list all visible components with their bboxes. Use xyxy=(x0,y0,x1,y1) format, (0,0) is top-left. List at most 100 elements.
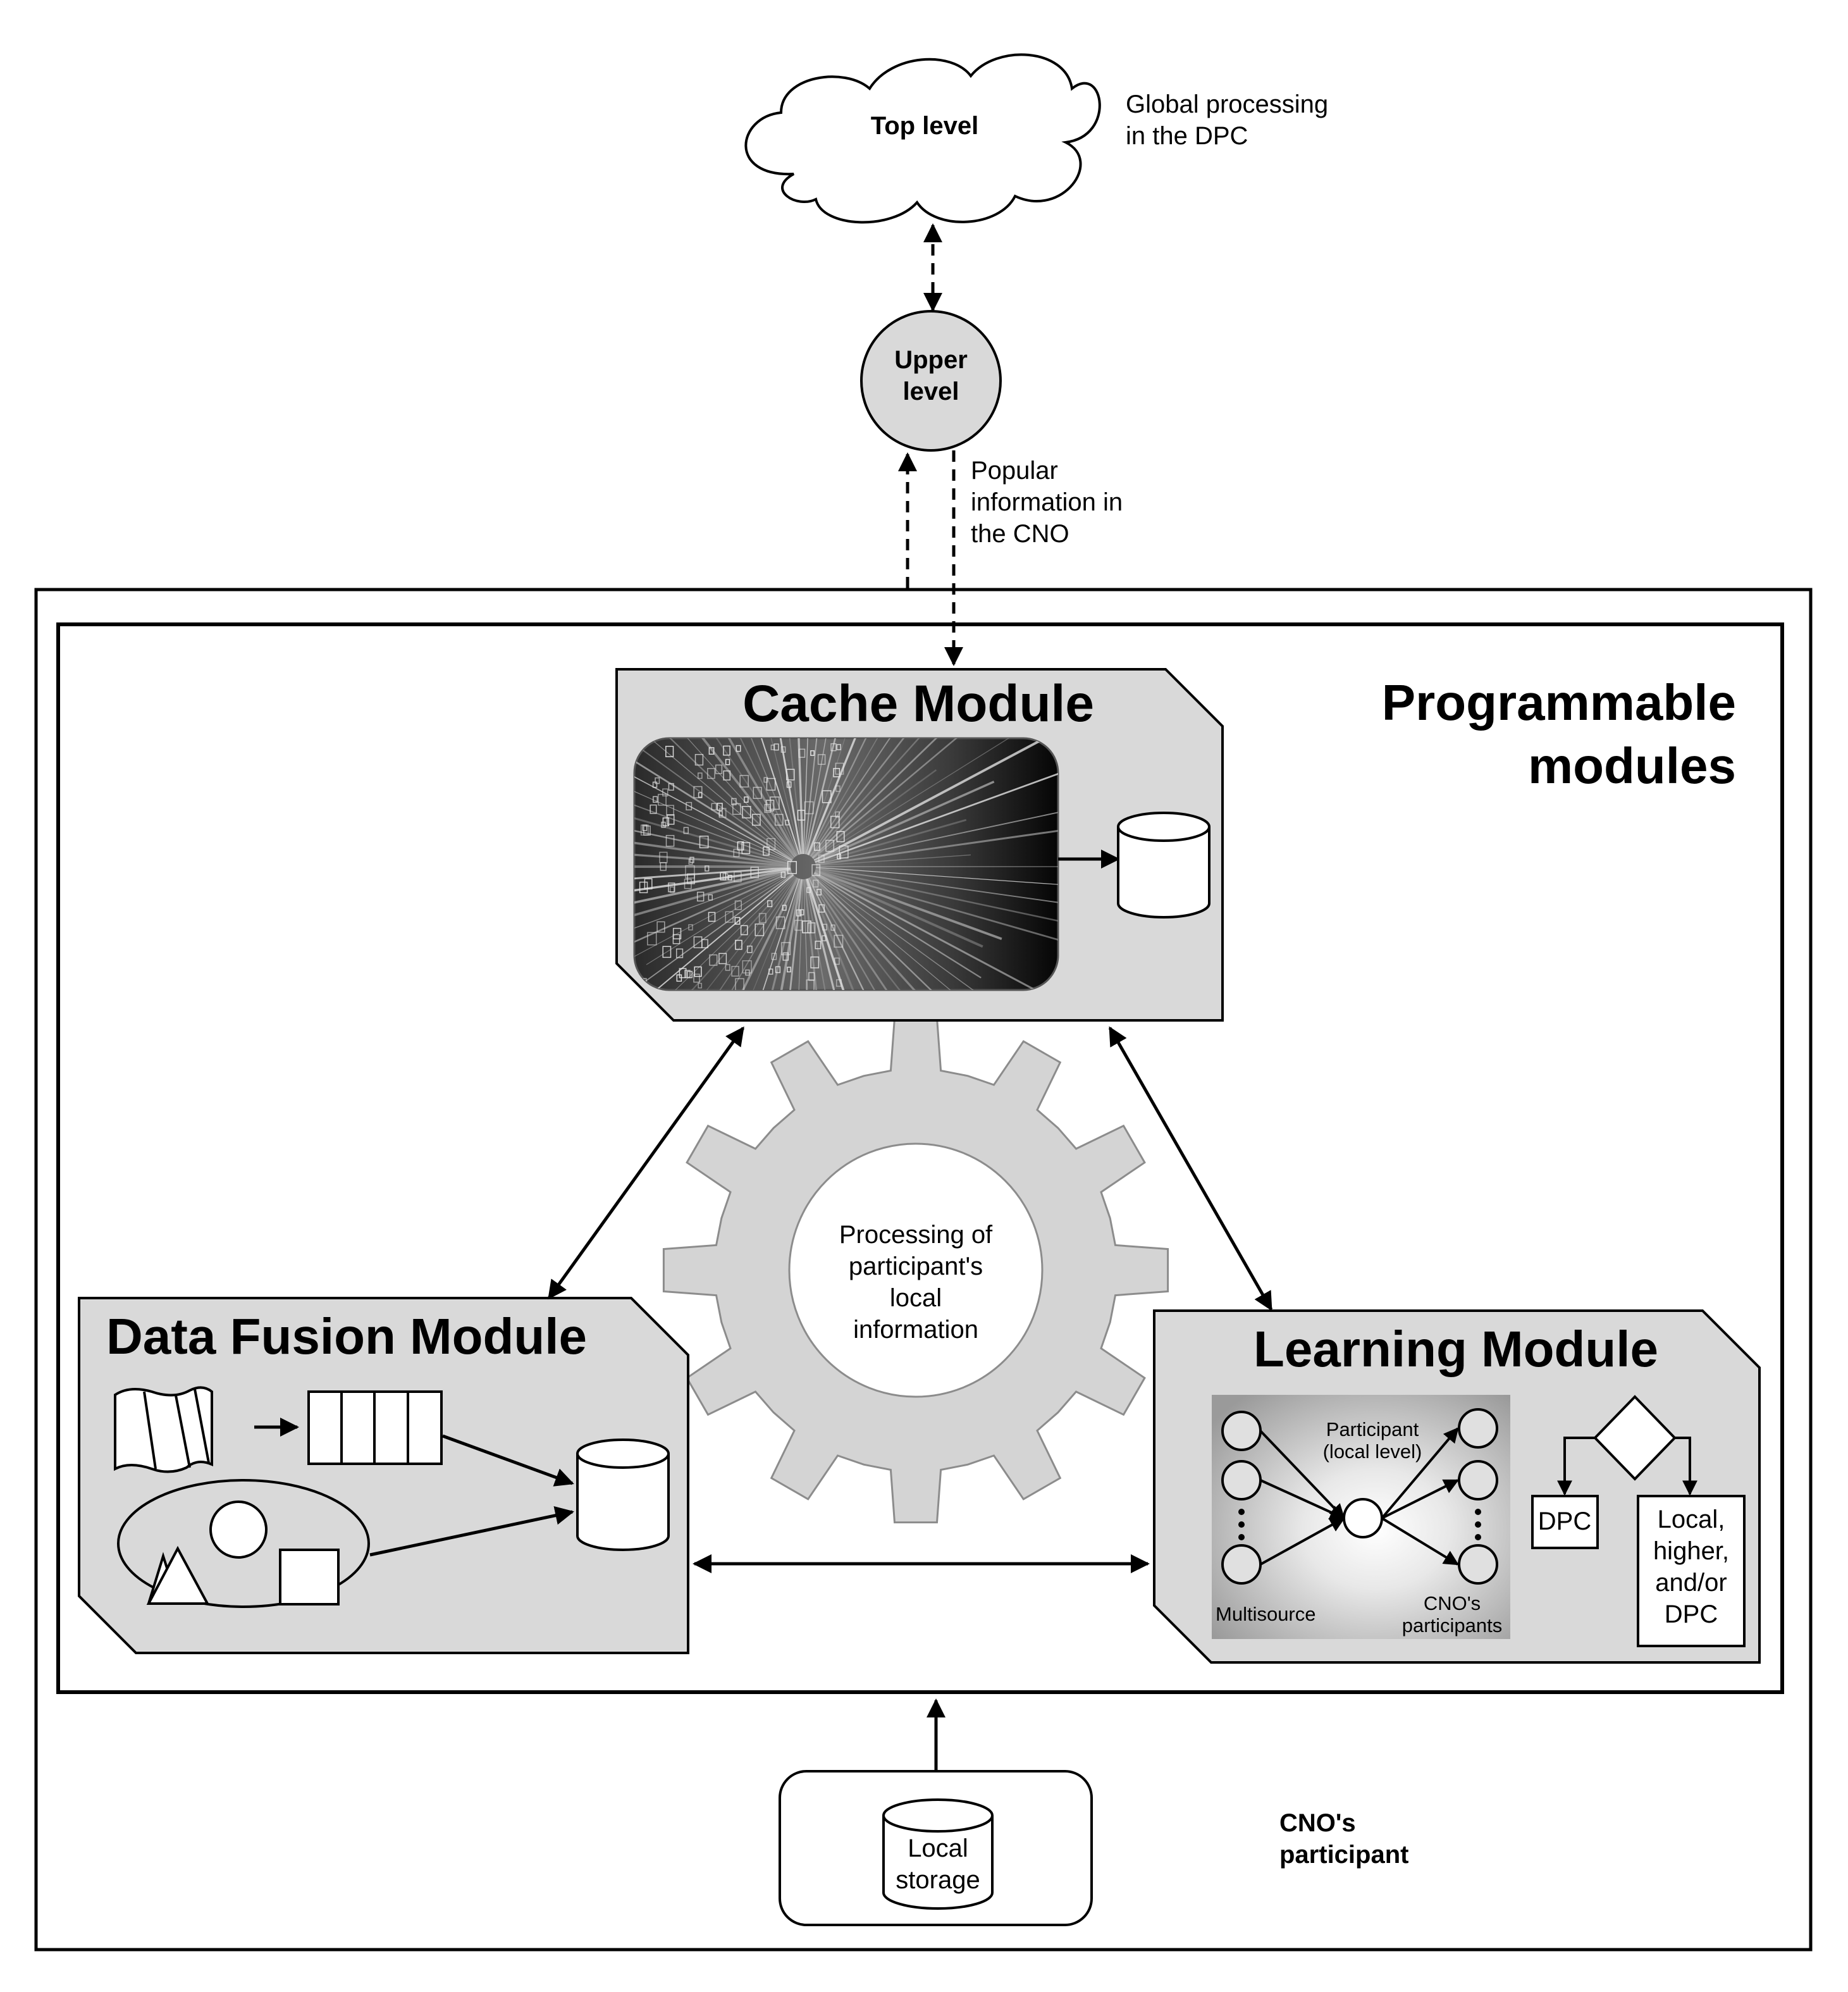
data-bit xyxy=(755,923,765,936)
data-bit xyxy=(723,770,731,781)
unstructured-data-icon xyxy=(114,1386,213,1473)
nn-source-node xyxy=(1221,1411,1262,1451)
data-ray xyxy=(634,829,791,865)
data-bit xyxy=(834,934,844,948)
cno-participant-label-2: participant xyxy=(1279,1841,1408,1869)
data-bit xyxy=(728,875,732,881)
nn-output-link xyxy=(1381,1479,1460,1519)
data-bit xyxy=(639,881,648,893)
data-bit xyxy=(707,768,715,779)
data-ray xyxy=(812,738,1049,860)
data-ray xyxy=(809,738,1004,857)
data-ray xyxy=(815,867,1058,912)
programmable-modules-frame xyxy=(56,622,1784,1694)
data-ray xyxy=(804,738,848,855)
data-ray xyxy=(634,870,792,972)
nn-input-link xyxy=(1260,1517,1346,1566)
data-ray xyxy=(634,875,794,990)
data-ray xyxy=(634,874,794,990)
learning-module-title: Learning Module xyxy=(1254,1321,1658,1377)
data-bit xyxy=(698,772,703,779)
data-ray xyxy=(698,878,800,990)
upper-level-circle xyxy=(860,310,1002,452)
structured-table-icon xyxy=(307,1390,443,1465)
data-ray xyxy=(634,791,792,863)
data-ray xyxy=(810,738,904,857)
data-bit xyxy=(740,925,748,936)
data-bit xyxy=(708,894,713,901)
cache-learning-link xyxy=(1108,1026,1273,1311)
data-ray xyxy=(811,875,1021,990)
nn-participant-node xyxy=(1458,1544,1498,1585)
data-bit xyxy=(708,747,715,755)
data-bit xyxy=(723,745,730,756)
data-bit xyxy=(833,768,841,777)
data-bit xyxy=(770,796,780,810)
data-bit xyxy=(799,909,804,916)
data-bit xyxy=(798,748,806,758)
upper-level-node: Upper level xyxy=(860,310,1002,452)
data-ray xyxy=(634,869,792,962)
data-bit xyxy=(693,936,703,948)
data-bit xyxy=(808,972,815,981)
data-bit xyxy=(815,941,822,950)
data-bit xyxy=(735,978,744,990)
data-fusion-module-title: Data Fusion Module xyxy=(106,1308,587,1364)
data-ray xyxy=(813,872,982,979)
data-bit xyxy=(836,744,841,750)
data-bit xyxy=(685,865,695,879)
nn-input-link xyxy=(1260,1479,1346,1519)
data-bit xyxy=(835,811,840,818)
data-bit xyxy=(720,872,727,881)
binary-data-stream-image xyxy=(633,737,1059,991)
data-bit xyxy=(658,793,667,806)
data-bit xyxy=(810,750,815,756)
data-bit xyxy=(683,827,689,834)
data-ray xyxy=(806,738,905,855)
data-ray xyxy=(634,842,791,867)
data-ray xyxy=(815,796,1058,865)
data-bit xyxy=(693,974,700,983)
nn-source-node xyxy=(1221,1544,1262,1585)
data-bit xyxy=(837,853,841,860)
data-bit xyxy=(665,834,675,847)
data-bit xyxy=(732,803,741,815)
data-bit xyxy=(662,946,672,958)
data-bit xyxy=(839,845,849,859)
data-bit xyxy=(679,968,687,979)
data-ray xyxy=(655,877,798,990)
data-bit xyxy=(773,743,779,751)
data-bit xyxy=(672,927,682,939)
data-bit xyxy=(786,769,795,781)
data-bit xyxy=(763,846,770,856)
decision-flow-icon: DPC Local, higher, and/or DPC xyxy=(1531,1395,1746,1647)
local-storage-cylinder-icon xyxy=(882,1798,994,1910)
data-ray xyxy=(806,738,904,856)
data-bit xyxy=(742,960,752,974)
data-bit xyxy=(785,819,790,826)
local-storage: Local storage xyxy=(779,1770,1093,1926)
data-ray xyxy=(813,738,1058,860)
data-bit xyxy=(810,956,820,968)
data-ray xyxy=(767,879,803,990)
data-bit xyxy=(659,851,668,863)
data-bit xyxy=(822,790,832,803)
data-ray xyxy=(815,867,1058,887)
data-bit xyxy=(742,806,751,819)
data-ray xyxy=(807,877,892,990)
data-bit xyxy=(802,920,811,934)
data-bit xyxy=(668,882,675,893)
data-ray xyxy=(815,820,1058,866)
global-processing-note-2: in the DPC xyxy=(1126,122,1248,150)
data-bit xyxy=(693,786,703,798)
data-bit xyxy=(775,966,781,974)
data-bit xyxy=(818,904,825,913)
data-ray xyxy=(815,868,1058,938)
data-bit xyxy=(715,764,723,774)
data-ray xyxy=(813,874,1054,990)
fusion-database-cylinder-icon xyxy=(576,1438,670,1551)
data-ray xyxy=(809,876,903,990)
data-bit xyxy=(705,865,710,872)
data-ray xyxy=(761,879,801,990)
database-cylinder-icon xyxy=(1117,812,1210,919)
